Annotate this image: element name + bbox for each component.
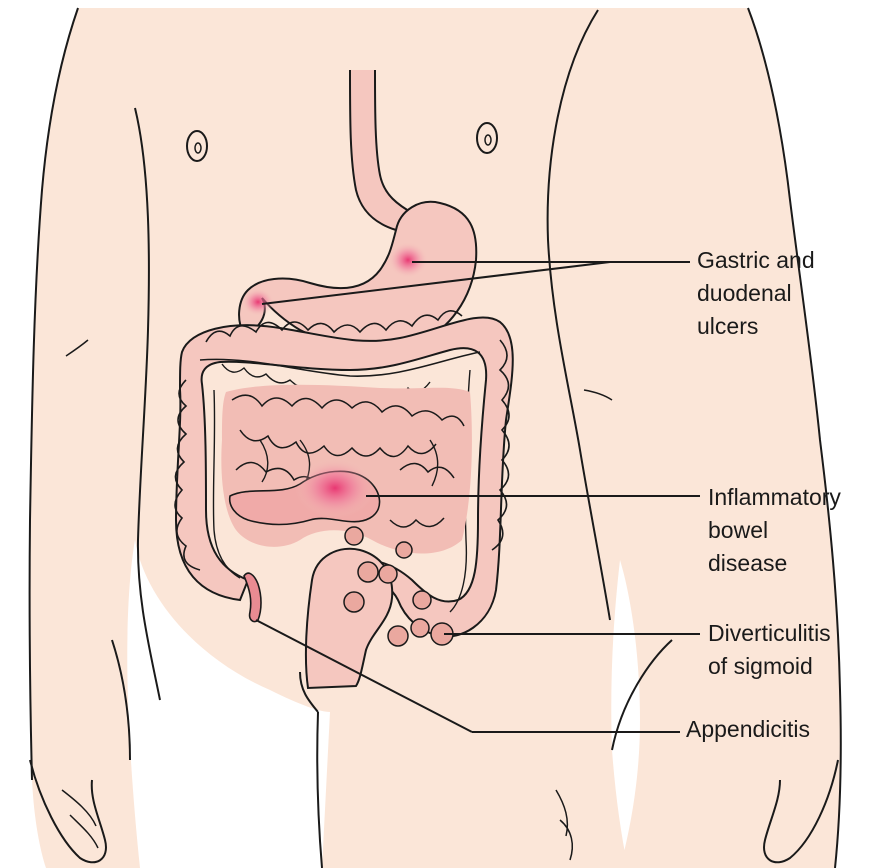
esophagus-right-wall (374, 69, 415, 215)
diverticulitis-label-line-1: Diverticulitis (708, 620, 831, 646)
diverticulum-5 (343, 591, 365, 613)
left-hand-finger-1 (61, 789, 97, 827)
ibd-inflammation-glow (295, 458, 375, 518)
diverticulum-1 (344, 526, 364, 546)
gastric-label-line-3: ulcers (697, 313, 759, 339)
diverticulum-4 (395, 541, 413, 559)
diverticulum-7 (387, 625, 409, 647)
esophagus-tube (350, 70, 414, 230)
left-hand-finger-2 (69, 814, 99, 849)
right-hand-finger-2 (559, 819, 573, 861)
crotch-line (299, 671, 319, 713)
small-intestine (221, 384, 472, 554)
small-intestine-loops-1 (231, 394, 465, 427)
appendicitis-leader-diag (255, 619, 473, 733)
diverticulitis-label: Diverticulitis of sigmoid (708, 617, 831, 683)
left-rib-mark (65, 339, 89, 357)
esophagus-left-wall (349, 69, 397, 231)
left-torso-line (134, 107, 161, 701)
ibd-label-line-3: disease (708, 550, 788, 576)
right-rib-mark (583, 389, 613, 401)
leg-gap-line (316, 711, 323, 868)
duodenal-ulcer-glow (242, 288, 274, 316)
right-hand-finger-1 (555, 789, 569, 837)
esophagus (349, 69, 415, 231)
ibd-label-line-2: bowel (708, 517, 769, 543)
left-arm-inner-line (111, 639, 131, 761)
diverticulitis-label-line-2: of sigmoid (708, 653, 813, 679)
appendicitis-label: Appendicitis (686, 713, 810, 746)
ascending-colon-inner (212, 389, 241, 579)
right-side-line (747, 7, 842, 868)
duodenal-leader (261, 261, 611, 305)
ascending-colon-haustra (174, 379, 201, 571)
left-hand-outline (29, 759, 107, 864)
rectum-body (304, 547, 394, 690)
right-hand-outline (763, 759, 839, 864)
small-intestine-loops-2 (239, 429, 437, 458)
leader-lines (255, 261, 700, 733)
diverticulum-8 (410, 618, 430, 638)
large-intestine (174, 310, 514, 638)
gastric-label-line-2: duodenal (697, 280, 792, 306)
left-side-line (28, 7, 79, 781)
diverticula (343, 526, 454, 647)
right-arm-inner-line (611, 639, 673, 751)
diverticulum-6 (412, 590, 432, 610)
gastric-label-line-1: Gastric and (697, 247, 815, 273)
right-nipple-inner (484, 134, 492, 146)
appendicitis-label-line-1: Appendicitis (686, 716, 811, 742)
transverse-colon-haustra (205, 310, 463, 343)
descending-colon-haustra (491, 339, 510, 551)
transverse-colon-inner-band (199, 351, 481, 377)
gastric-ulcer-glow (388, 242, 428, 278)
left-nipple-inner (194, 142, 202, 154)
inflammatory-bowel-disease-label: Inflammatory bowel disease (708, 481, 841, 580)
gastric-duodenal-ulcers-label: Gastric and duodenal ulcers (697, 244, 815, 343)
diverticulum-3 (378, 564, 398, 584)
right-nipple (476, 122, 498, 154)
diverticulum-2 (357, 561, 379, 583)
colon-frame (174, 316, 514, 638)
rectum (304, 547, 394, 690)
ibd-label-line-1: Inflammatory (708, 484, 841, 510)
left-nipple (186, 130, 208, 162)
right-torso-line (546, 9, 611, 621)
